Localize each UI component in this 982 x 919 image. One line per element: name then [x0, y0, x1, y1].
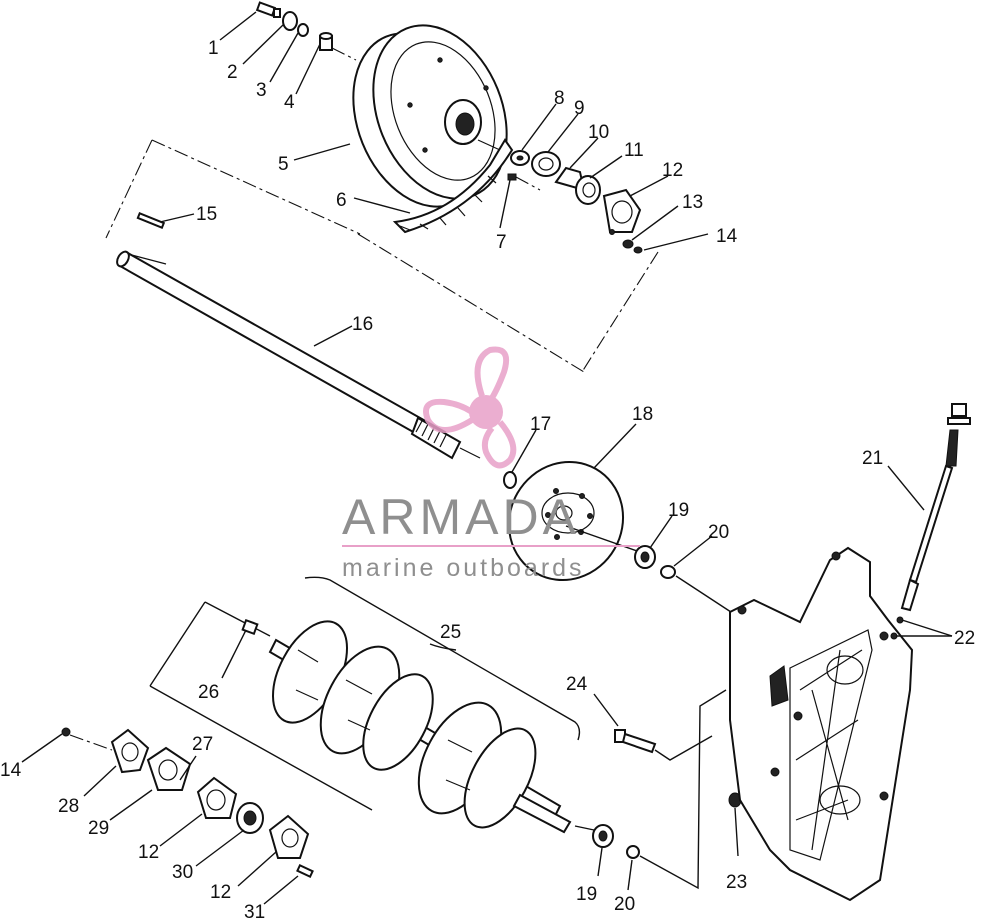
washer-part-13 — [622, 239, 634, 249]
o-ring-part-20-lower — [626, 845, 640, 859]
bearing-part-11 — [575, 175, 601, 205]
callout-17: 17 — [530, 414, 551, 435]
gasket-part-29 — [146, 746, 192, 791]
callout-23: 23 — [726, 872, 747, 893]
callout-1: 1 — [208, 38, 219, 59]
flange-part-28 — [110, 728, 150, 774]
callout-10: 10 — [588, 122, 609, 143]
callout-14: 14 — [716, 226, 738, 247]
driveshaft-part-16 — [116, 250, 481, 460]
callout-12-outer: 12 — [210, 882, 231, 903]
callout-20: 20 — [708, 522, 729, 543]
bolt-part-7 — [507, 173, 541, 191]
bolt-part-24 — [614, 729, 657, 754]
gasket-part-9 — [531, 151, 561, 177]
chain-part-6 — [392, 138, 514, 234]
callout-19: 19 — [668, 500, 689, 521]
pin-part-15 — [136, 211, 166, 229]
callout-21: 21 — [862, 448, 883, 469]
callout-31: 31 — [244, 902, 265, 919]
o-ring-part-20 — [660, 565, 676, 579]
callout-3: 3 — [256, 80, 267, 101]
o-ring-part-17 — [503, 471, 517, 489]
sprocket-wheel-part-5 — [352, 24, 508, 208]
callout-27: 27 — [192, 734, 213, 755]
dipstick-part-21 — [900, 403, 971, 612]
callout-22: 22 — [954, 628, 975, 649]
callout-11: 11 — [624, 140, 644, 161]
callout-26: 26 — [198, 682, 219, 703]
callout-12: 12 — [662, 160, 683, 181]
track-drive-shaft-part-25 — [268, 620, 572, 834]
flange-part-12-outer — [268, 814, 310, 859]
callout-8: 8 — [554, 88, 565, 109]
callout-9: 9 — [574, 98, 585, 119]
callout-15: 15 — [196, 204, 217, 225]
callout-30: 30 — [172, 862, 193, 883]
lower-bearing-group — [61, 727, 314, 879]
assembly-bracket-upper — [105, 139, 659, 373]
washer-part-3 — [297, 23, 309, 37]
spacer-part-4 — [319, 32, 333, 51]
callout-29: 29 — [88, 818, 109, 839]
propeller-logo-icon — [423, 346, 517, 469]
callout-13: 13 — [682, 192, 703, 213]
callout-18: 18 — [632, 404, 653, 425]
callout-6: 6 — [336, 190, 347, 211]
brake-disc-part-18 — [507, 460, 625, 582]
bearing-part-30 — [236, 802, 264, 834]
callout-16: 16 — [352, 314, 373, 335]
flange-part-12 — [602, 188, 642, 235]
leader-lines — [21, 11, 953, 905]
callout-14-lower: 14 — [0, 760, 22, 781]
bolt-part-31 — [296, 863, 314, 879]
callout-5: 5 — [278, 154, 289, 175]
seal-part-19-lower — [592, 824, 614, 848]
watermark-title: ARMADA — [342, 489, 580, 545]
callout-20-lower: 20 — [614, 894, 635, 915]
flange-part-12-lower — [196, 776, 238, 819]
watermark-subtitle: marine outboards — [342, 554, 585, 582]
nut-part-14-lower — [61, 727, 71, 737]
callout-25: 25 — [440, 622, 461, 643]
shaft-group — [116, 211, 481, 460]
callout-24: 24 — [566, 674, 588, 695]
callout-12-lower: 12 — [138, 842, 159, 863]
sprocket-assembly — [255, 1, 514, 234]
washer-part-2 — [282, 11, 298, 31]
nut-part-14 — [633, 246, 643, 254]
callout-4: 4 — [284, 92, 295, 113]
seal-part-19 — [634, 545, 656, 569]
callout-numbers: 1 2 3 4 5 6 7 8 9 10 11 12 13 14 15 16 1… — [0, 38, 975, 919]
callout-2: 2 — [227, 62, 238, 83]
callout-19-lower: 19 — [576, 884, 597, 905]
screws-part-22 — [890, 616, 904, 640]
callout-7: 7 — [496, 232, 507, 253]
watermark: ARMADA marine outboards — [342, 346, 640, 582]
chaincase-housing — [729, 546, 914, 902]
callout-28: 28 — [58, 796, 79, 817]
assembly-bracket-lower — [149, 576, 581, 811]
bearing-housing-group — [507, 150, 643, 254]
bolt-part-1 — [255, 1, 281, 18]
